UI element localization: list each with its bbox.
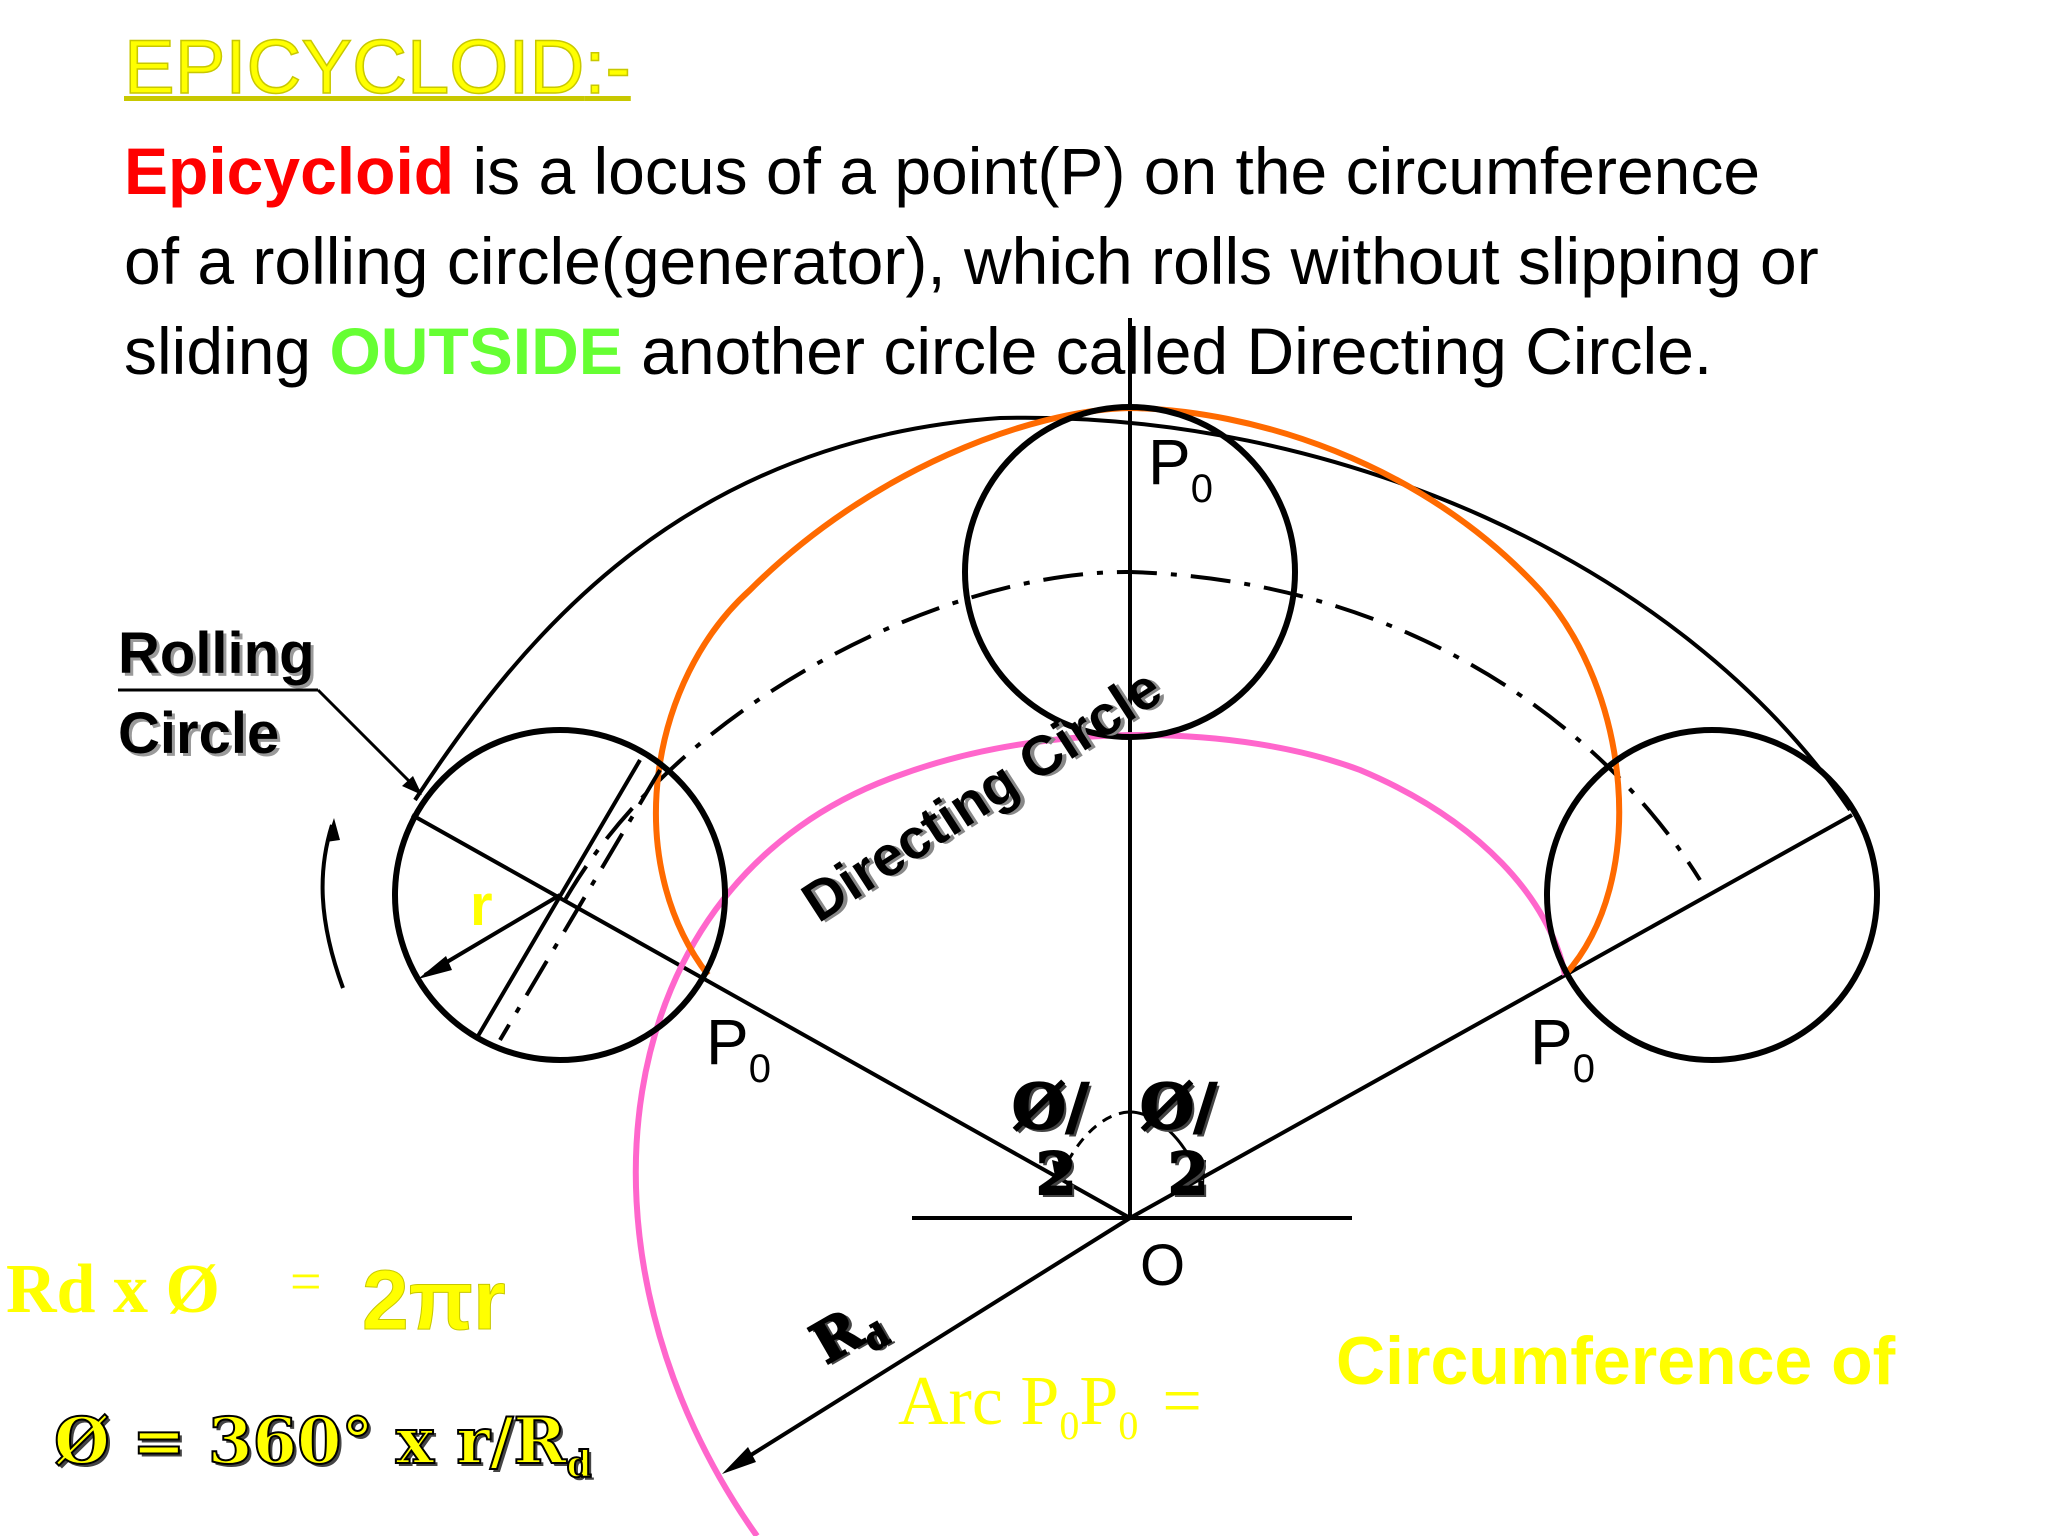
heading-title: EPICYCLOID xyxy=(123,25,585,110)
r-label: r xyxy=(470,873,493,938)
p0-top-sub: 0 xyxy=(1190,467,1213,511)
rolling-circle-left xyxy=(392,727,728,1063)
theta-half-left-num: Ø/ xyxy=(1011,1069,1090,1144)
circle-label: Circle xyxy=(118,701,280,766)
definition-term: Epicycloid xyxy=(124,134,455,208)
p0-left-sub: 0 xyxy=(748,1047,771,1091)
theta-half-right-den: 2 xyxy=(1167,1139,1209,1209)
heading-suffix: :- xyxy=(584,25,632,110)
definition-line3-post: another circle called Directing Circle. xyxy=(622,314,1713,388)
theta-half-left-den: 2 xyxy=(1035,1139,1077,1209)
left-angle-arc xyxy=(1058,1110,1131,1179)
theta-half-left: Ø/ xyxy=(1011,1069,1090,1144)
definition-line-2: of a rolling circle(generator), which ro… xyxy=(124,224,1819,298)
rotation-direction-arrow xyxy=(320,824,345,989)
p0-right-label: P0 xyxy=(1530,1005,1595,1092)
formula-arc-p: P xyxy=(1079,1363,1119,1440)
formula-theta-main: Ø = 360° x r/R xyxy=(53,1403,568,1480)
p0-top-label: P0 xyxy=(1148,425,1213,512)
heading: EPICYCLOID:- xyxy=(123,29,631,107)
formula-circumference-of: Circumference of xyxy=(1336,1323,1896,1399)
p0-right-p: P xyxy=(1530,1006,1573,1078)
rd-radius-line xyxy=(733,1216,1132,1467)
theta-half-right: Ø/ xyxy=(1139,1069,1218,1144)
formula-arc-sub1: 0 xyxy=(1059,1403,1080,1448)
directing-circle-arc xyxy=(632,732,1568,1536)
left-circle-dashed-diameter xyxy=(498,768,662,1042)
r-arrowhead xyxy=(418,956,452,979)
formula-arc-sub2: 0 xyxy=(1118,1403,1139,1448)
left-radial-line xyxy=(411,813,1131,1220)
origin-label: O xyxy=(1140,1233,1186,1298)
outside-word: OUTSIDE xyxy=(329,314,623,388)
rolling-circle-leader-arrowhead xyxy=(402,776,422,795)
p0-right-sub: 0 xyxy=(1572,1047,1595,1091)
formula-theta-sub: d xyxy=(566,1443,593,1487)
formula-theta: Ø = 360° x r/Rd xyxy=(53,1403,593,1487)
definition-line1-rest: is a locus of a point(P) on the circumfe… xyxy=(454,134,1761,208)
p0-left-label: P0 xyxy=(706,1005,771,1092)
p0-left-p: P xyxy=(706,1006,749,1078)
rolling-circle-leader xyxy=(316,688,422,794)
rotation-arrowhead xyxy=(326,818,340,842)
p0-top-p: P xyxy=(1148,426,1191,498)
definition-line-1: Epicycloid is a locus of a point(P) on t… xyxy=(124,138,1760,204)
rd-arrowhead xyxy=(722,1447,756,1474)
outer-envelope-arc xyxy=(413,415,1852,812)
formula-two-pi-r: 2πr xyxy=(362,1253,507,1348)
formula-arc-text: Arc P xyxy=(898,1363,1060,1440)
definition-line3-pre: sliding xyxy=(124,314,330,388)
theta-half-right-num: Ø/ xyxy=(1139,1069,1218,1144)
rolling-circle-right xyxy=(1544,727,1880,1063)
formula-arc: Arc P0P0= xyxy=(898,1362,1202,1449)
left-angle-arrowhead xyxy=(1052,1160,1066,1182)
formula-rd-x-theta: Rd x Ø xyxy=(6,1251,220,1328)
right-angle-arrowhead xyxy=(1192,1160,1206,1182)
definition-line-3: sliding OUTSIDE another circle called Di… xyxy=(124,318,1712,384)
rolling-circle-top xyxy=(962,404,1298,740)
left-circle-diameter xyxy=(476,758,642,1038)
formula-equals-1: = xyxy=(290,1251,322,1313)
rolling-label: Rolling xyxy=(118,621,315,686)
formula-arc-equals: = xyxy=(1162,1363,1202,1440)
right-radial-line xyxy=(1129,813,1853,1220)
